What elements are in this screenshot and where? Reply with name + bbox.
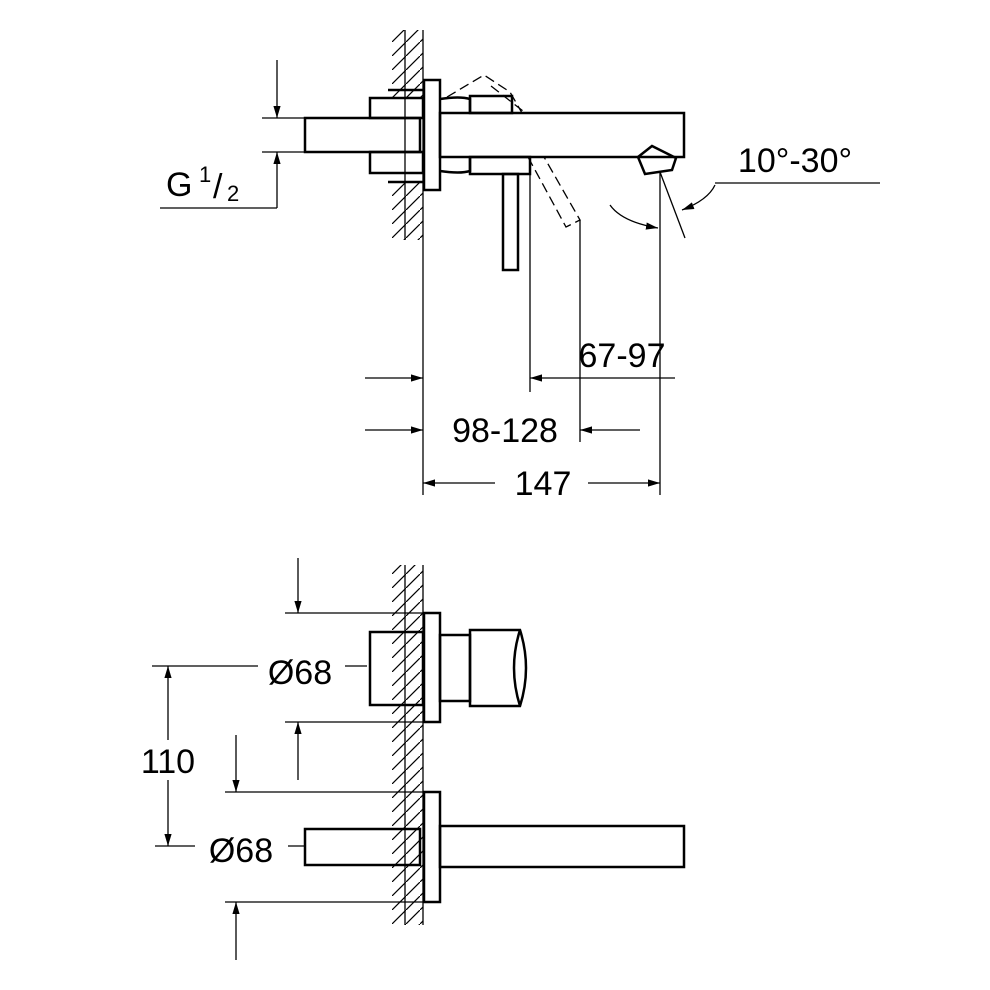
aerator (636, 144, 678, 176)
thread-numerator: 1 (199, 162, 211, 187)
side-view: 10°-30° G 1 / 2 67-97 98-128 147 (160, 30, 880, 503)
dim-67-97: 67-97 (579, 337, 666, 375)
dim-147: 147 (515, 465, 572, 503)
thread-denominator: 2 (227, 181, 239, 206)
inlet-pipe (303, 116, 422, 154)
dim-98-128: 98-128 (452, 412, 558, 450)
thread-label: G (166, 166, 192, 204)
wall-flange (422, 78, 442, 192)
spacing-110: 110 (141, 743, 195, 781)
spout-flange (422, 790, 442, 904)
diameter-bottom: Ø68 (209, 832, 273, 870)
wall-hatch-lower (392, 182, 423, 240)
lever (501, 172, 520, 272)
handle-body (468, 94, 514, 115)
diameter-top: Ø68 (268, 654, 332, 692)
thread-slash: / (213, 168, 223, 206)
spout-front (438, 824, 686, 869)
angle-label: 10°-30° (738, 142, 852, 180)
front-view: Ø68 110 Ø68 (141, 558, 686, 960)
wall-hatch (392, 565, 423, 925)
mixer-body (368, 630, 425, 707)
lever-rotated-dashed (527, 156, 581, 228)
mixer-flange (422, 611, 442, 724)
spout (438, 111, 686, 159)
wall-hatch-upper (392, 30, 423, 98)
